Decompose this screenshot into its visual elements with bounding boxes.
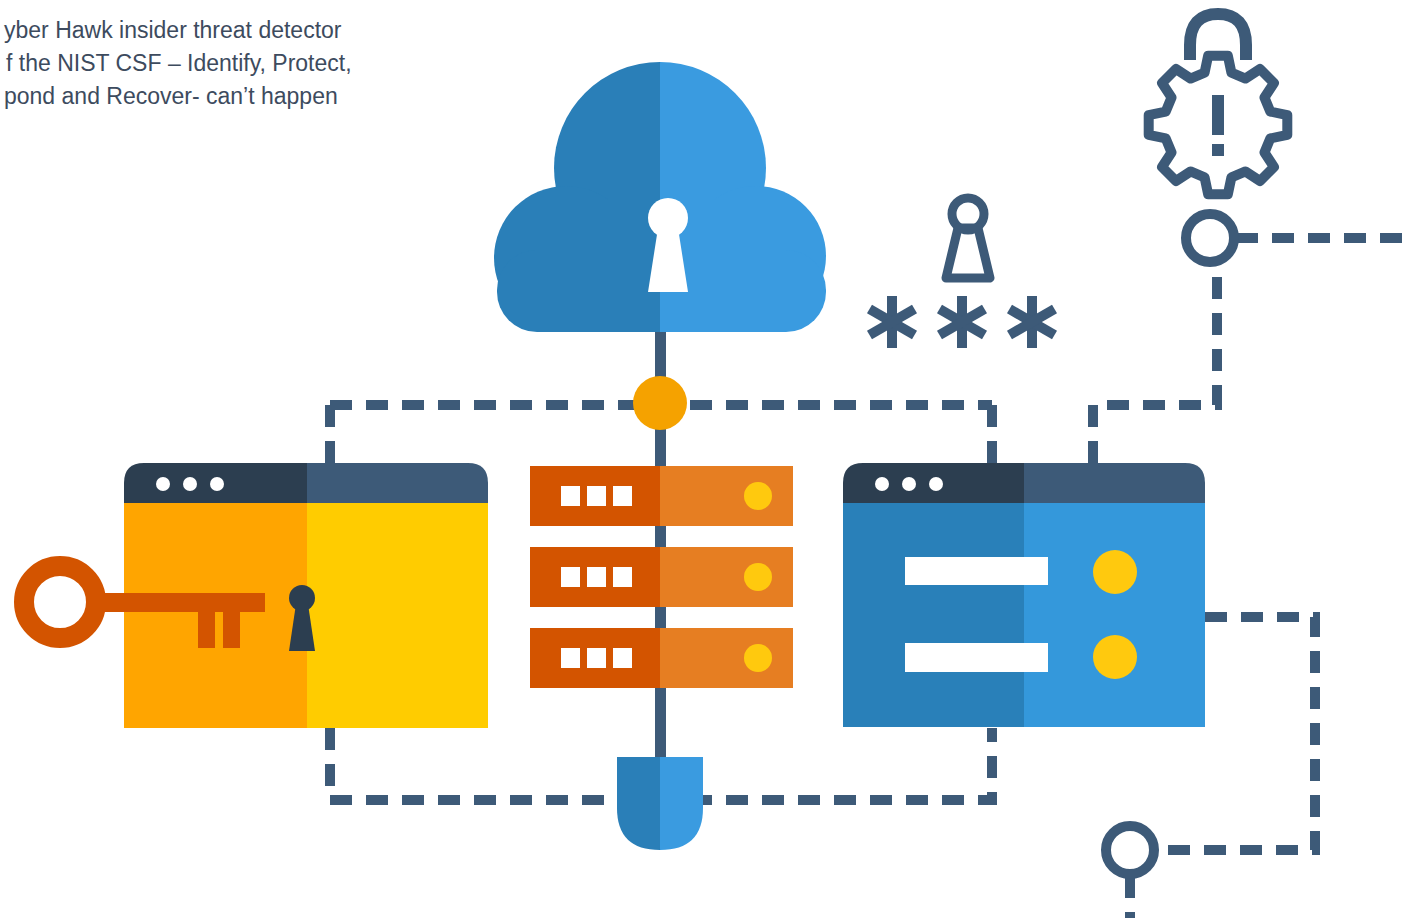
cloud <box>494 62 826 332</box>
junction-dot <box>633 376 687 430</box>
server-stack <box>530 466 793 688</box>
connector-ring <box>1106 826 1154 874</box>
shield <box>617 757 703 850</box>
caption-line: pond and Recover- can’t happen <box>4 81 338 111</box>
password-symbol <box>869 198 1054 348</box>
caption-line: yber Hawk insider threat detector <box>4 15 342 45</box>
dashed-wire <box>330 238 1407 918</box>
caption-line: f the NIST CSF – Identify, Protect, <box>6 48 352 78</box>
connector-ring <box>1186 214 1234 262</box>
settings-window <box>843 463 1205 727</box>
gear-lock <box>1149 14 1288 194</box>
key <box>24 566 265 648</box>
